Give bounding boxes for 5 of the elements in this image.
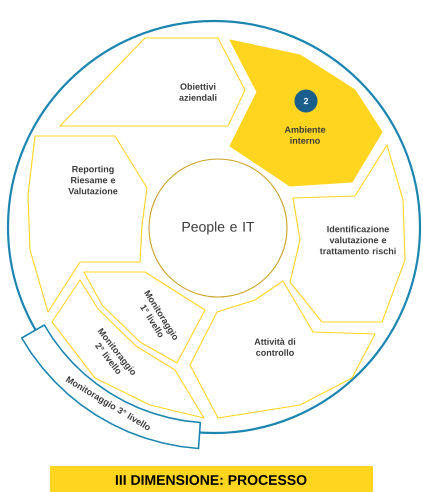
segment-box: Obiettivi aziendali [59, 37, 246, 127]
segment-box: Attività di controllo [189, 280, 376, 419]
segment-box: Identificazione valutazione e trattamento rischi [289, 144, 406, 323]
caption-banner: III DIMENSIONE: PROCESSO [50, 466, 373, 492]
number-badge: 2 [294, 89, 318, 113]
